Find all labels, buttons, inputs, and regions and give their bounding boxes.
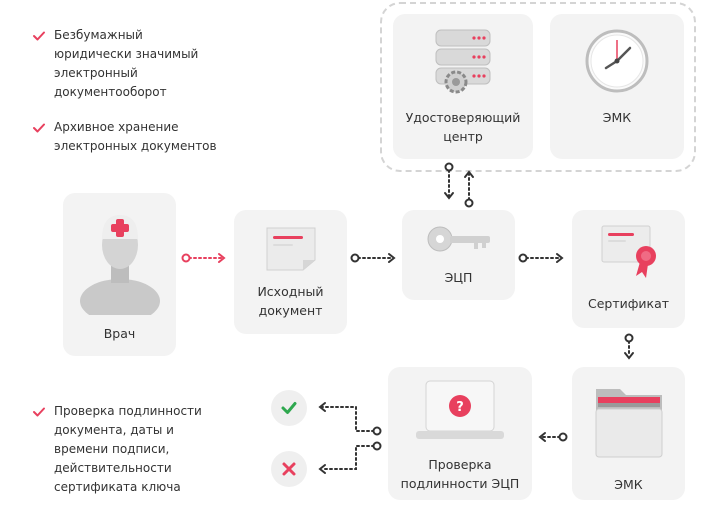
connector-verify-invalid <box>322 446 374 469</box>
connector-origin <box>560 434 567 441</box>
connector-origin <box>183 255 190 262</box>
connector-verify-valid <box>322 407 374 431</box>
connector-origin <box>520 255 527 262</box>
connector-origin <box>352 255 359 262</box>
flow-connectors <box>0 0 720 500</box>
connector-origin <box>466 200 473 207</box>
connector-origin <box>374 428 381 435</box>
connector-origin <box>446 164 453 171</box>
connector-origin <box>626 335 633 342</box>
connector-origin <box>374 443 381 450</box>
